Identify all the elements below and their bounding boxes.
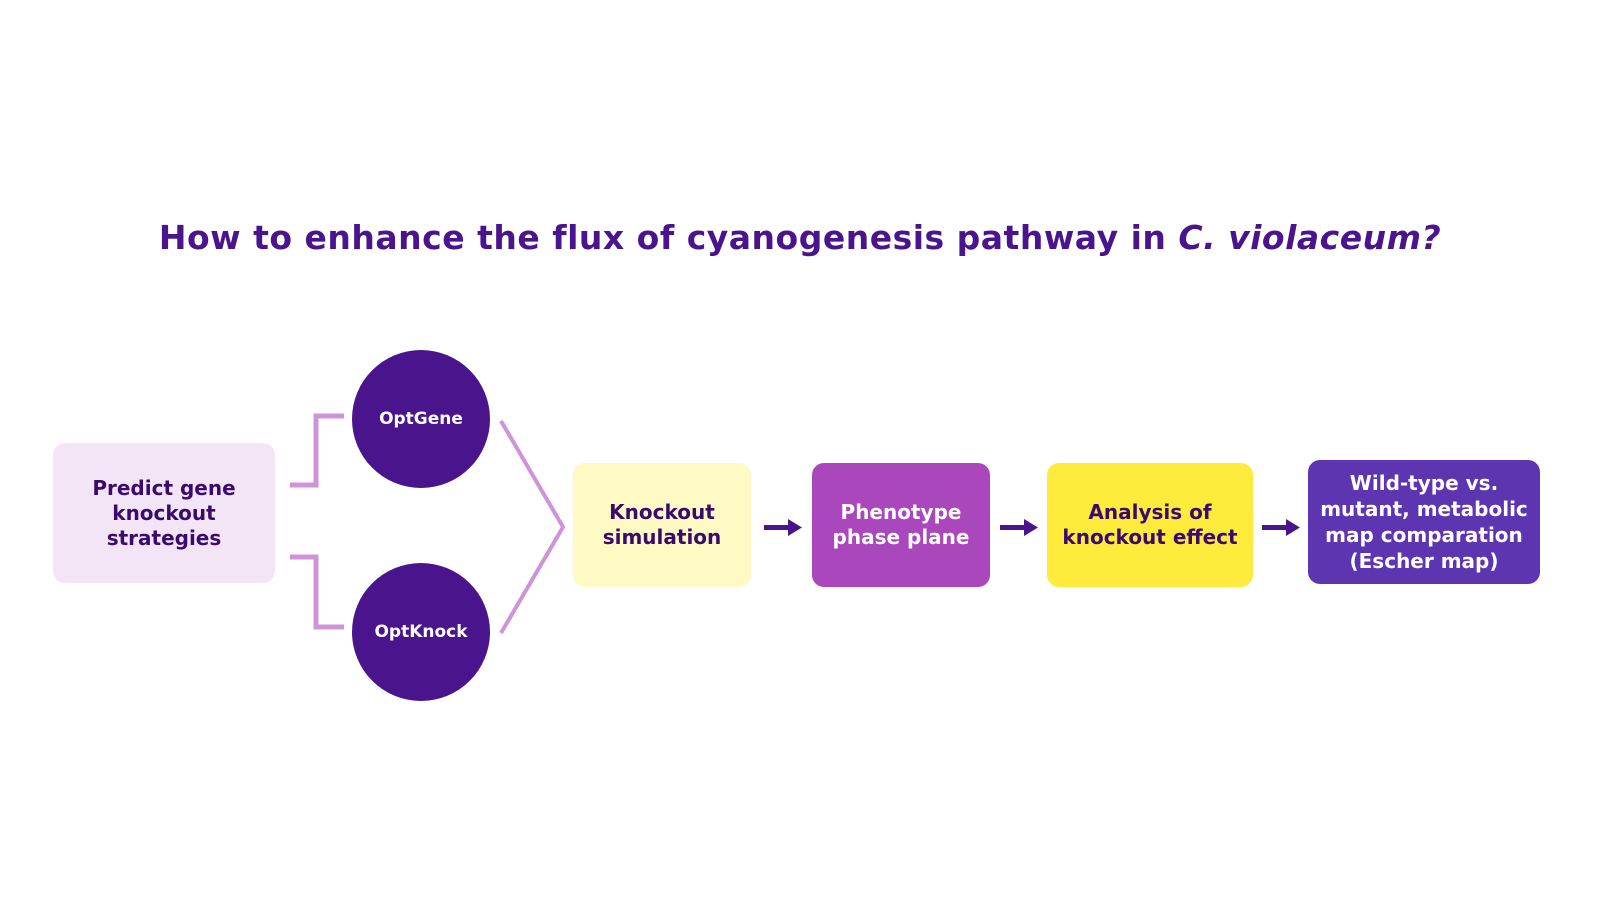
analysis-knockout-effect-box: Analysis of knockout effect [1047, 463, 1253, 587]
bracket-to-optknock [290, 554, 344, 630]
title-main: How to enhance the flux of cyanogenesis … [158, 218, 1179, 257]
bracket-to-optgene [290, 413, 344, 488]
arrow-1 [764, 519, 802, 536]
knockout-simulation-box: Knockout simulation [573, 463, 751, 587]
title-species: C. violaceum? [1178, 218, 1442, 257]
phenotype-phase-plane-box: Phenotype phase plane [812, 463, 990, 587]
converging-chevron [499, 419, 566, 635]
page-title: How to enhance the flux of cyanogenesis … [0, 218, 1600, 257]
predict-gene-knockout-box: Predict gene knockout strategies [53, 443, 275, 583]
wildtype-mutant-comparison-box: Wild-type vs. mutant, metabolic map comp… [1308, 460, 1540, 584]
arrow-3 [1262, 519, 1300, 536]
optknock-node: OptKnock [352, 563, 490, 701]
optgene-node: OptGene [352, 350, 490, 488]
arrow-2 [1000, 519, 1038, 536]
